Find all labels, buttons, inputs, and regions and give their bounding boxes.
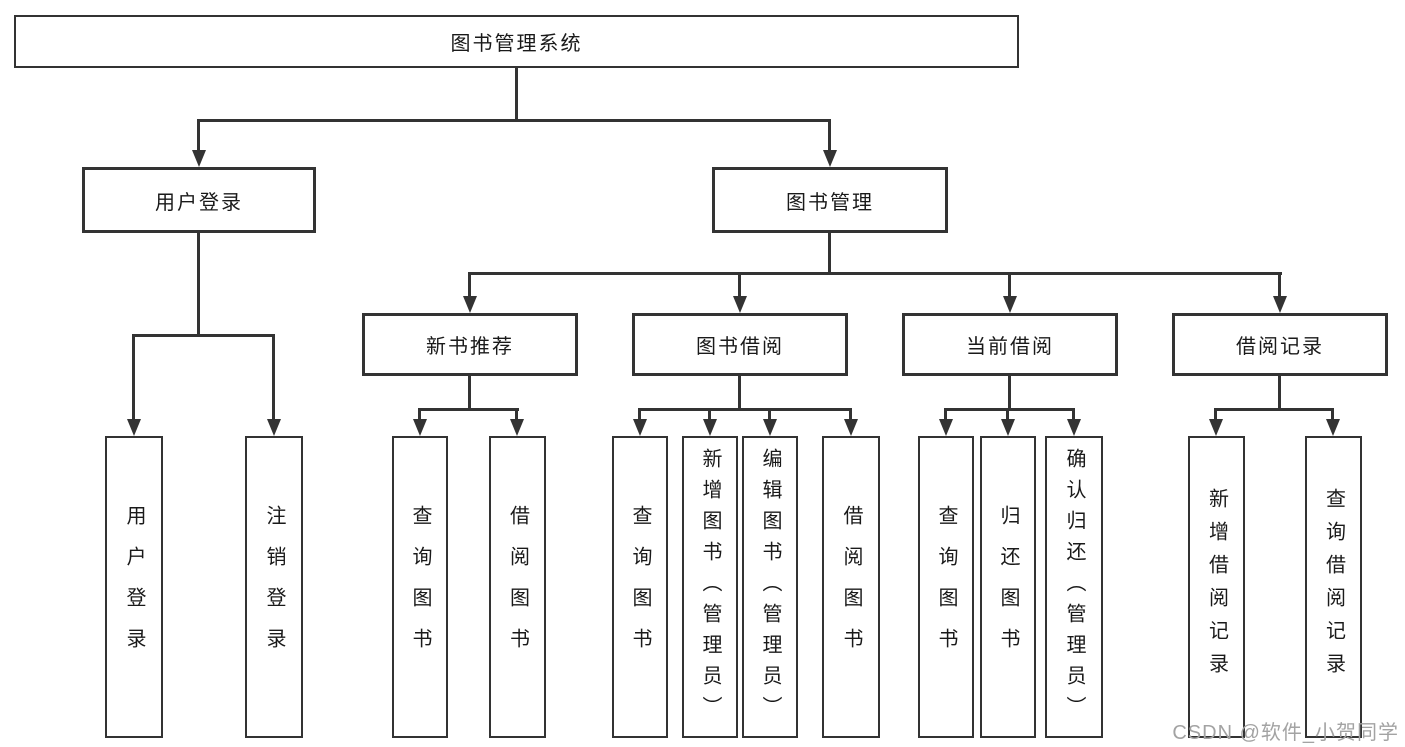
connector-arm: [708, 408, 711, 422]
leaf-label: 借阅图书: [506, 505, 529, 669]
arrow-down-icon: [192, 150, 206, 167]
arrow-down-icon: [1273, 296, 1287, 313]
node-book-management: 图书管理: [712, 167, 948, 233]
connector-arm: [132, 334, 135, 422]
node-label: 当前借阅: [966, 336, 1054, 358]
node-label: 图书管理: [786, 191, 874, 214]
arrow-down-icon: [1001, 419, 1015, 436]
leaf-label: 编辑图书（管理员）: [759, 447, 781, 727]
arrow-down-icon: [703, 419, 717, 436]
node-user-login: 用户登录: [82, 167, 316, 233]
arrow-down-icon: [1067, 419, 1081, 436]
arrow-down-icon: [127, 419, 141, 436]
connector-arm: [638, 408, 641, 422]
node-label: 用户登录: [155, 191, 243, 214]
arrow-down-icon: [1003, 296, 1017, 313]
leaf-query-books-borrow: 查询图书: [612, 436, 668, 738]
leaf-return-book: 归还图书: [980, 436, 1036, 738]
node-label: 借阅记录: [1236, 336, 1324, 358]
connector-arm: [1331, 408, 1334, 422]
connector-user-login-branch: [132, 334, 275, 337]
node-new-book-recommend: 新书推荐: [362, 313, 578, 376]
leaf-edit-book-admin: 编辑图书（管理员）: [742, 436, 798, 738]
arrow-down-icon: [463, 296, 477, 313]
node-borrowing-records: 借阅记录: [1172, 313, 1388, 376]
connector-arm: [272, 334, 275, 422]
leaf-add-borrow-record: 新增借阅记录: [1188, 436, 1245, 738]
connector-group-branch: [638, 408, 852, 411]
connector-group-stem: [1278, 376, 1281, 408]
leaf-logout: 注销登录: [245, 436, 303, 738]
connector-arm: [1278, 272, 1281, 299]
connector-group-stem: [468, 376, 471, 408]
leaf-add-book-admin: 新增图书（管理员）: [682, 436, 738, 738]
connector-group-branch: [1214, 408, 1334, 411]
connector-arm: [1008, 272, 1011, 299]
connector-arm: [515, 408, 518, 422]
leaf-label: 确认归还（管理员）: [1063, 447, 1085, 727]
connector-level2-branch: [468, 272, 1282, 275]
leaf-query-borrow-record: 查询借阅记录: [1305, 436, 1362, 738]
connector-arm: [768, 408, 771, 422]
connector-arm: [944, 408, 947, 422]
connector-arm: [418, 408, 421, 422]
connector-user-login-stem: [197, 233, 200, 334]
connector-arm: [468, 272, 471, 299]
node-library-management-system: 图书管理系统: [14, 15, 1019, 68]
arrow-down-icon: [413, 419, 427, 436]
connector-arm: [1072, 408, 1075, 422]
connector-arm: [738, 272, 741, 299]
leaf-label: 注销登录: [263, 505, 285, 669]
leaf-label: 新增图书（管理员）: [699, 447, 721, 727]
arrow-down-icon: [823, 150, 837, 167]
leaf-label: 借阅图书: [840, 505, 862, 669]
connector-level1-branch: [197, 119, 831, 122]
leaf-label: 查询图书: [629, 505, 651, 669]
arrow-down-icon: [633, 419, 647, 436]
arrow-down-icon: [763, 419, 777, 436]
arrow-down-icon: [733, 296, 747, 313]
connector-arm: [1214, 408, 1217, 422]
connector-arm: [828, 119, 831, 153]
leaf-label: 归还图书: [997, 505, 1019, 669]
leaf-user-login: 用户登录: [105, 436, 163, 738]
leaf-label: 查询借阅记录: [1322, 488, 1345, 686]
leaf-label: 查询图书: [935, 505, 957, 669]
connector-group-stem: [1008, 376, 1011, 408]
connector-group-stem: [738, 376, 741, 408]
node-label: 图书管理系统: [450, 33, 583, 55]
arrow-down-icon: [844, 419, 858, 436]
leaf-query-books-current: 查询图书: [918, 436, 974, 738]
connector-group-branch: [944, 408, 1075, 411]
leaf-label: 查询图书: [409, 505, 431, 669]
leaf-borrow-books-borrow: 借阅图书: [822, 436, 880, 738]
connector-group-branch: [418, 408, 519, 411]
node-label: 图书借阅: [696, 336, 784, 358]
arrow-down-icon: [939, 419, 953, 436]
node-label: 新书推荐: [426, 336, 514, 358]
leaf-label: 新增借阅记录: [1205, 488, 1228, 686]
connector-book-mgmt-stem: [828, 233, 831, 272]
csdn-watermark: CSDN @软件_小贺同学: [1172, 722, 1399, 744]
connector-root-stem: [515, 68, 518, 119]
leaf-confirm-return-admin: 确认归还（管理员）: [1045, 436, 1103, 738]
leaf-borrow-books-recommend: 借阅图书: [489, 436, 546, 738]
leaf-query-books-recommend: 查询图书: [392, 436, 448, 738]
leaf-label: 用户登录: [123, 505, 145, 669]
arrow-down-icon: [510, 419, 524, 436]
arrow-down-icon: [1326, 419, 1340, 436]
arrow-down-icon: [267, 419, 281, 436]
arrow-down-icon: [1209, 419, 1223, 436]
node-book-borrowing: 图书借阅: [632, 313, 848, 376]
connector-arm: [1006, 408, 1009, 422]
connector-arm: [197, 119, 200, 153]
node-current-borrowing: 当前借阅: [902, 313, 1118, 376]
connector-arm: [849, 408, 852, 422]
